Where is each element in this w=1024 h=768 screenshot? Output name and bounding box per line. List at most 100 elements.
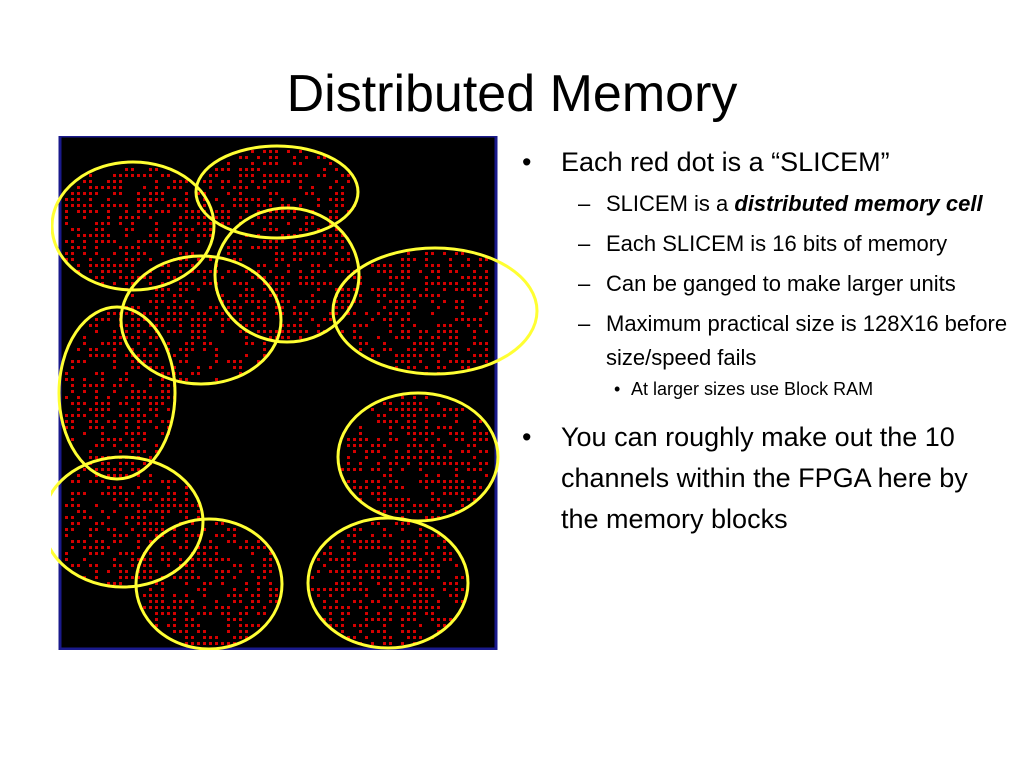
slicem-dot (377, 294, 380, 297)
slicem-dot (419, 534, 422, 537)
slicem-dot (233, 282, 236, 285)
slicem-dot (431, 606, 434, 609)
slicem-dot (113, 534, 116, 537)
slicem-dot (173, 318, 176, 321)
slicem-dot (287, 210, 290, 213)
slicem-dot (407, 510, 410, 513)
slicem-dot (437, 462, 440, 465)
slicem-dot (305, 276, 308, 279)
slicem-dot (413, 594, 416, 597)
slicem-dot (191, 600, 194, 603)
slicem-dot (131, 168, 134, 171)
slicem-dot (449, 462, 452, 465)
slicem-dot (413, 300, 416, 303)
slicem-dot (125, 504, 128, 507)
slicem-dot (239, 174, 242, 177)
slicem-dot (359, 444, 362, 447)
slicem-dot (179, 324, 182, 327)
slicem-dot (311, 222, 314, 225)
slicem-dot (347, 564, 350, 567)
slicem-dot (251, 162, 254, 165)
slicem-dot (95, 402, 98, 405)
slicem-dot (479, 486, 482, 489)
slicem-dot (227, 558, 230, 561)
slicem-dot (437, 360, 440, 363)
slicem-dot (161, 582, 164, 585)
slicem-dot (443, 252, 446, 255)
slicem-dot (257, 318, 260, 321)
slicem-dot (155, 510, 158, 513)
slicem-dot (251, 168, 254, 171)
slicem-dot (341, 546, 344, 549)
slicem-dot (473, 468, 476, 471)
slicem-dot (347, 546, 350, 549)
slicem-dot (179, 288, 182, 291)
slicem-dot (143, 528, 146, 531)
slicem-dot (365, 438, 368, 441)
slicem-dot (389, 576, 392, 579)
slicem-dot (485, 312, 488, 315)
slicem-dot (89, 198, 92, 201)
slicem-dot (401, 528, 404, 531)
slicem-dot (89, 564, 92, 567)
subbullet-distributed-prefix: SLICEM is a (606, 191, 735, 216)
slicem-dot (95, 564, 98, 567)
slicem-dot (461, 312, 464, 315)
slicem-dot (329, 246, 332, 249)
slicem-dot (419, 444, 422, 447)
slicem-dot (185, 504, 188, 507)
slicem-dot (65, 372, 68, 375)
slicem-dot (101, 222, 104, 225)
slicem-dot (155, 300, 158, 303)
slicem-dot (167, 342, 170, 345)
slicem-dot (413, 366, 416, 369)
slicem-dot (341, 576, 344, 579)
slicem-dot (215, 606, 218, 609)
slicem-dot (455, 360, 458, 363)
slicem-dot (149, 474, 152, 477)
slicem-dot (161, 606, 164, 609)
slicem-dot (335, 192, 338, 195)
slicem-dot (263, 612, 266, 615)
slicem-dot (131, 444, 134, 447)
slicem-dot (347, 636, 350, 639)
slicem-dot (161, 192, 164, 195)
slicem-dot (137, 540, 140, 543)
slicem-dot (185, 624, 188, 627)
slicem-dot (365, 588, 368, 591)
slicem-dot (95, 228, 98, 231)
slicem-dot (143, 414, 146, 417)
slicem-dot (221, 330, 224, 333)
slicem-dot (263, 174, 266, 177)
slicem-dot (203, 318, 206, 321)
slicem-dot (95, 552, 98, 555)
slicem-dot (377, 576, 380, 579)
slicem-dot (383, 576, 386, 579)
slicem-dot (431, 492, 434, 495)
slicem-dot (437, 330, 440, 333)
slicem-dot (161, 318, 164, 321)
slicem-dot (215, 552, 218, 555)
slicem-dot (227, 162, 230, 165)
slicem-dot (95, 546, 98, 549)
slicem-dot (341, 570, 344, 573)
slicem-dot (317, 558, 320, 561)
slicem-dot (143, 450, 146, 453)
slicem-dot (275, 336, 278, 339)
slicem-dot (83, 414, 86, 417)
slicem-dot (215, 312, 218, 315)
slicem-dot (77, 504, 80, 507)
slicem-dot (89, 186, 92, 189)
slicem-dot (221, 558, 224, 561)
slicem-dot (167, 330, 170, 333)
slicem-dot (239, 612, 242, 615)
slicem-dot (419, 342, 422, 345)
slicem-dot (149, 456, 152, 459)
slicem-dot (101, 438, 104, 441)
slicem-dot (263, 324, 266, 327)
slicem-dot (335, 606, 338, 609)
slicem-dot (371, 264, 374, 267)
slicem-dot (389, 480, 392, 483)
slicem-dot (389, 276, 392, 279)
slicem-dot (329, 210, 332, 213)
